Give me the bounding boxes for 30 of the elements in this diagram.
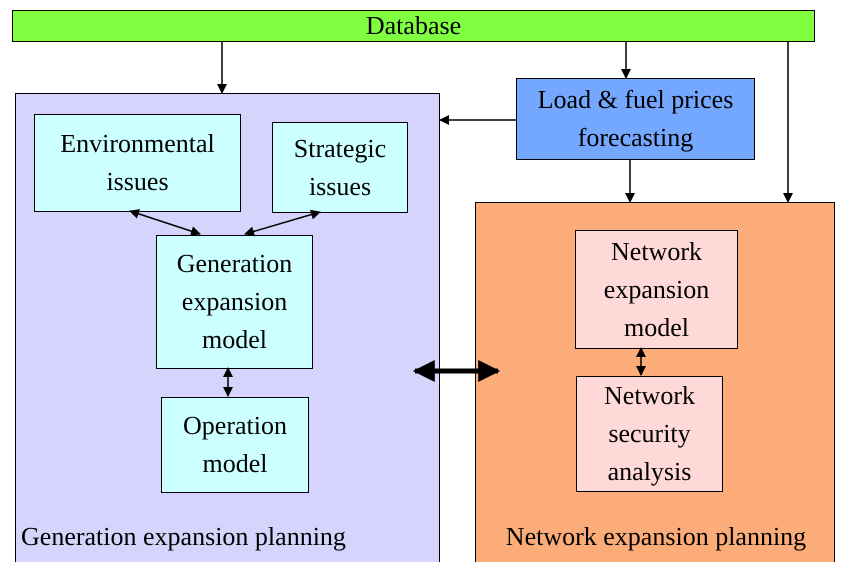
- process-box: [575, 230, 738, 349]
- planning-panel: [475, 202, 835, 562]
- arrow: [621, 42, 631, 79]
- arrow: [439, 115, 516, 125]
- box-label: Strategic issues: [292, 132, 388, 202]
- arrow: [217, 42, 227, 94]
- box-label: Database: [364, 10, 462, 42]
- arrow: [625, 160, 635, 203]
- arrow: [636, 347, 646, 376]
- process-box: [161, 397, 309, 493]
- process-box: [34, 114, 241, 212]
- database-bar: [12, 10, 815, 42]
- arrow: [244, 210, 321, 236]
- box-label: Operation model: [182, 410, 288, 480]
- panel-title: Generation expansion planning: [21, 521, 346, 553]
- process-box: [516, 78, 755, 160]
- process-box: [156, 235, 313, 369]
- box-label: Network security analysis: [603, 380, 696, 488]
- arrow: [223, 367, 233, 397]
- box-label: Load & fuel prices forecasting: [536, 84, 734, 154]
- panel-title: Network expansion planning: [504, 521, 808, 553]
- planning-panel: [15, 93, 440, 562]
- process-box: [272, 122, 408, 213]
- box-label: Network expansion model: [602, 236, 710, 344]
- box-label: Environmental issues: [59, 128, 216, 198]
- box-label: Generation expansion model: [176, 248, 294, 356]
- arrow: [129, 209, 201, 236]
- arrow: [783, 42, 793, 203]
- arrow: [412, 360, 500, 382]
- process-box: [576, 376, 723, 492]
